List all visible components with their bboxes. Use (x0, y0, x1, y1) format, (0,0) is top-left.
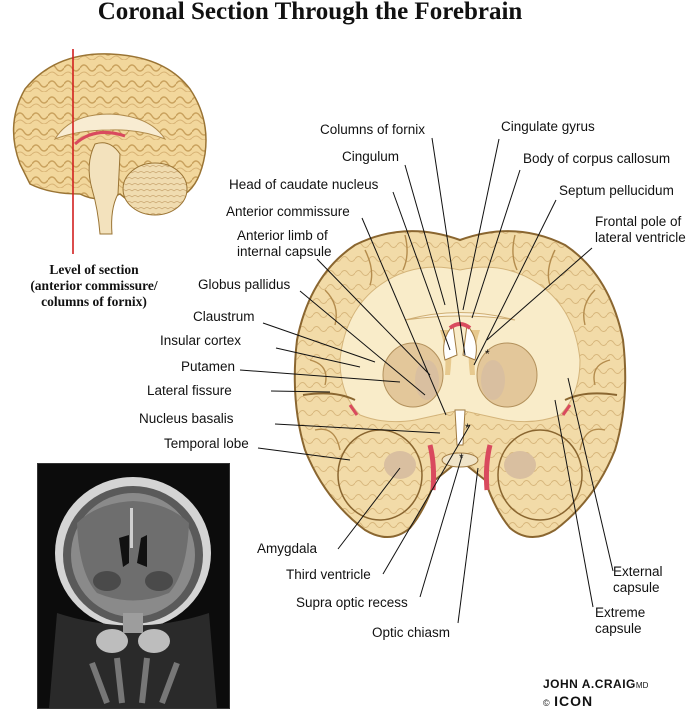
label-insular-cortex: Insular cortex (160, 333, 242, 348)
label-frontal-pole-line1: Frontal pole of (595, 214, 682, 229)
caption-line-3: columns of fornix) (41, 294, 147, 309)
label-supra-optic-recess: Supra optic recess (296, 595, 408, 610)
label-cingulate-gyrus: Cingulate gyrus (501, 119, 595, 134)
label-external-capsule-line1: External (613, 564, 663, 579)
figure-title: Coronal Section Through the Forebrain (97, 0, 523, 25)
signature-name: JOHN A.CRAIG (543, 677, 636, 691)
label-head-of-caudate-nucleus: Head of caudate nucleus (229, 177, 379, 192)
coronal-mri-scan (37, 463, 230, 709)
label-extreme-capsule: Extreme capsule (595, 605, 645, 637)
label-extreme-capsule-line2: capsule (595, 621, 642, 636)
svg-text:*: * (485, 347, 490, 361)
caption-line-2: (anterior commissure/ (30, 278, 158, 293)
label-anterior-commissure: Anterior commissure (226, 204, 350, 219)
caption-line-1: Level of section (49, 262, 139, 277)
label-temporal-lobe: Temporal lobe (164, 436, 249, 451)
label-claustrum: Claustrum (193, 309, 255, 324)
label-anterior-limb-internal-capsule: Anterior limb of internal capsule (237, 228, 332, 260)
label-optic-chiasm: Optic chiasm (372, 625, 451, 640)
label-external-capsule-line2: capsule (613, 580, 660, 595)
signature-suffix: MD (635, 681, 649, 690)
label-globus-pallidus: Globus pallidus (198, 277, 291, 292)
label-nucleus-basalis: Nucleus basalis (139, 411, 234, 426)
label-body-of-corpus-callosum: Body of corpus callosum (523, 151, 671, 166)
label-external-capsule: External capsule (613, 564, 663, 596)
svg-text:*: * (465, 421, 470, 435)
label-extreme-capsule-line1: Extreme (595, 605, 646, 620)
coronal-section-illustration: * * * (293, 230, 627, 538)
label-putamen: Putamen (181, 359, 236, 374)
label-anterior-limb-line1: Anterior limb of (237, 228, 328, 243)
level-of-section-caption: Level of section (anterior commissure/ c… (4, 262, 184, 310)
svg-text:*: * (459, 451, 464, 465)
artist-signature: JOHN A.CRAIGMD © ICON (543, 675, 648, 711)
label-amygdala: Amygdala (257, 541, 318, 556)
label-frontal-pole-line2: lateral ventricle (595, 230, 686, 245)
label-anterior-limb-line2: internal capsule (237, 244, 332, 259)
copyright-symbol: © (543, 698, 550, 708)
icon-logo: ICON (554, 693, 594, 709)
label-lateral-fissure: Lateral fissure (147, 383, 232, 398)
label-frontal-pole-lateral-ventricle: Frontal pole of lateral ventricle (595, 214, 686, 246)
label-columns-of-fornix: Columns of fornix (320, 122, 426, 137)
sagittal-brain-illustration (12, 49, 207, 254)
label-cingulum: Cingulum (342, 149, 400, 164)
label-septum-pellucidum: Septum pellucidum (559, 183, 674, 198)
label-third-ventricle: Third ventricle (286, 567, 371, 582)
